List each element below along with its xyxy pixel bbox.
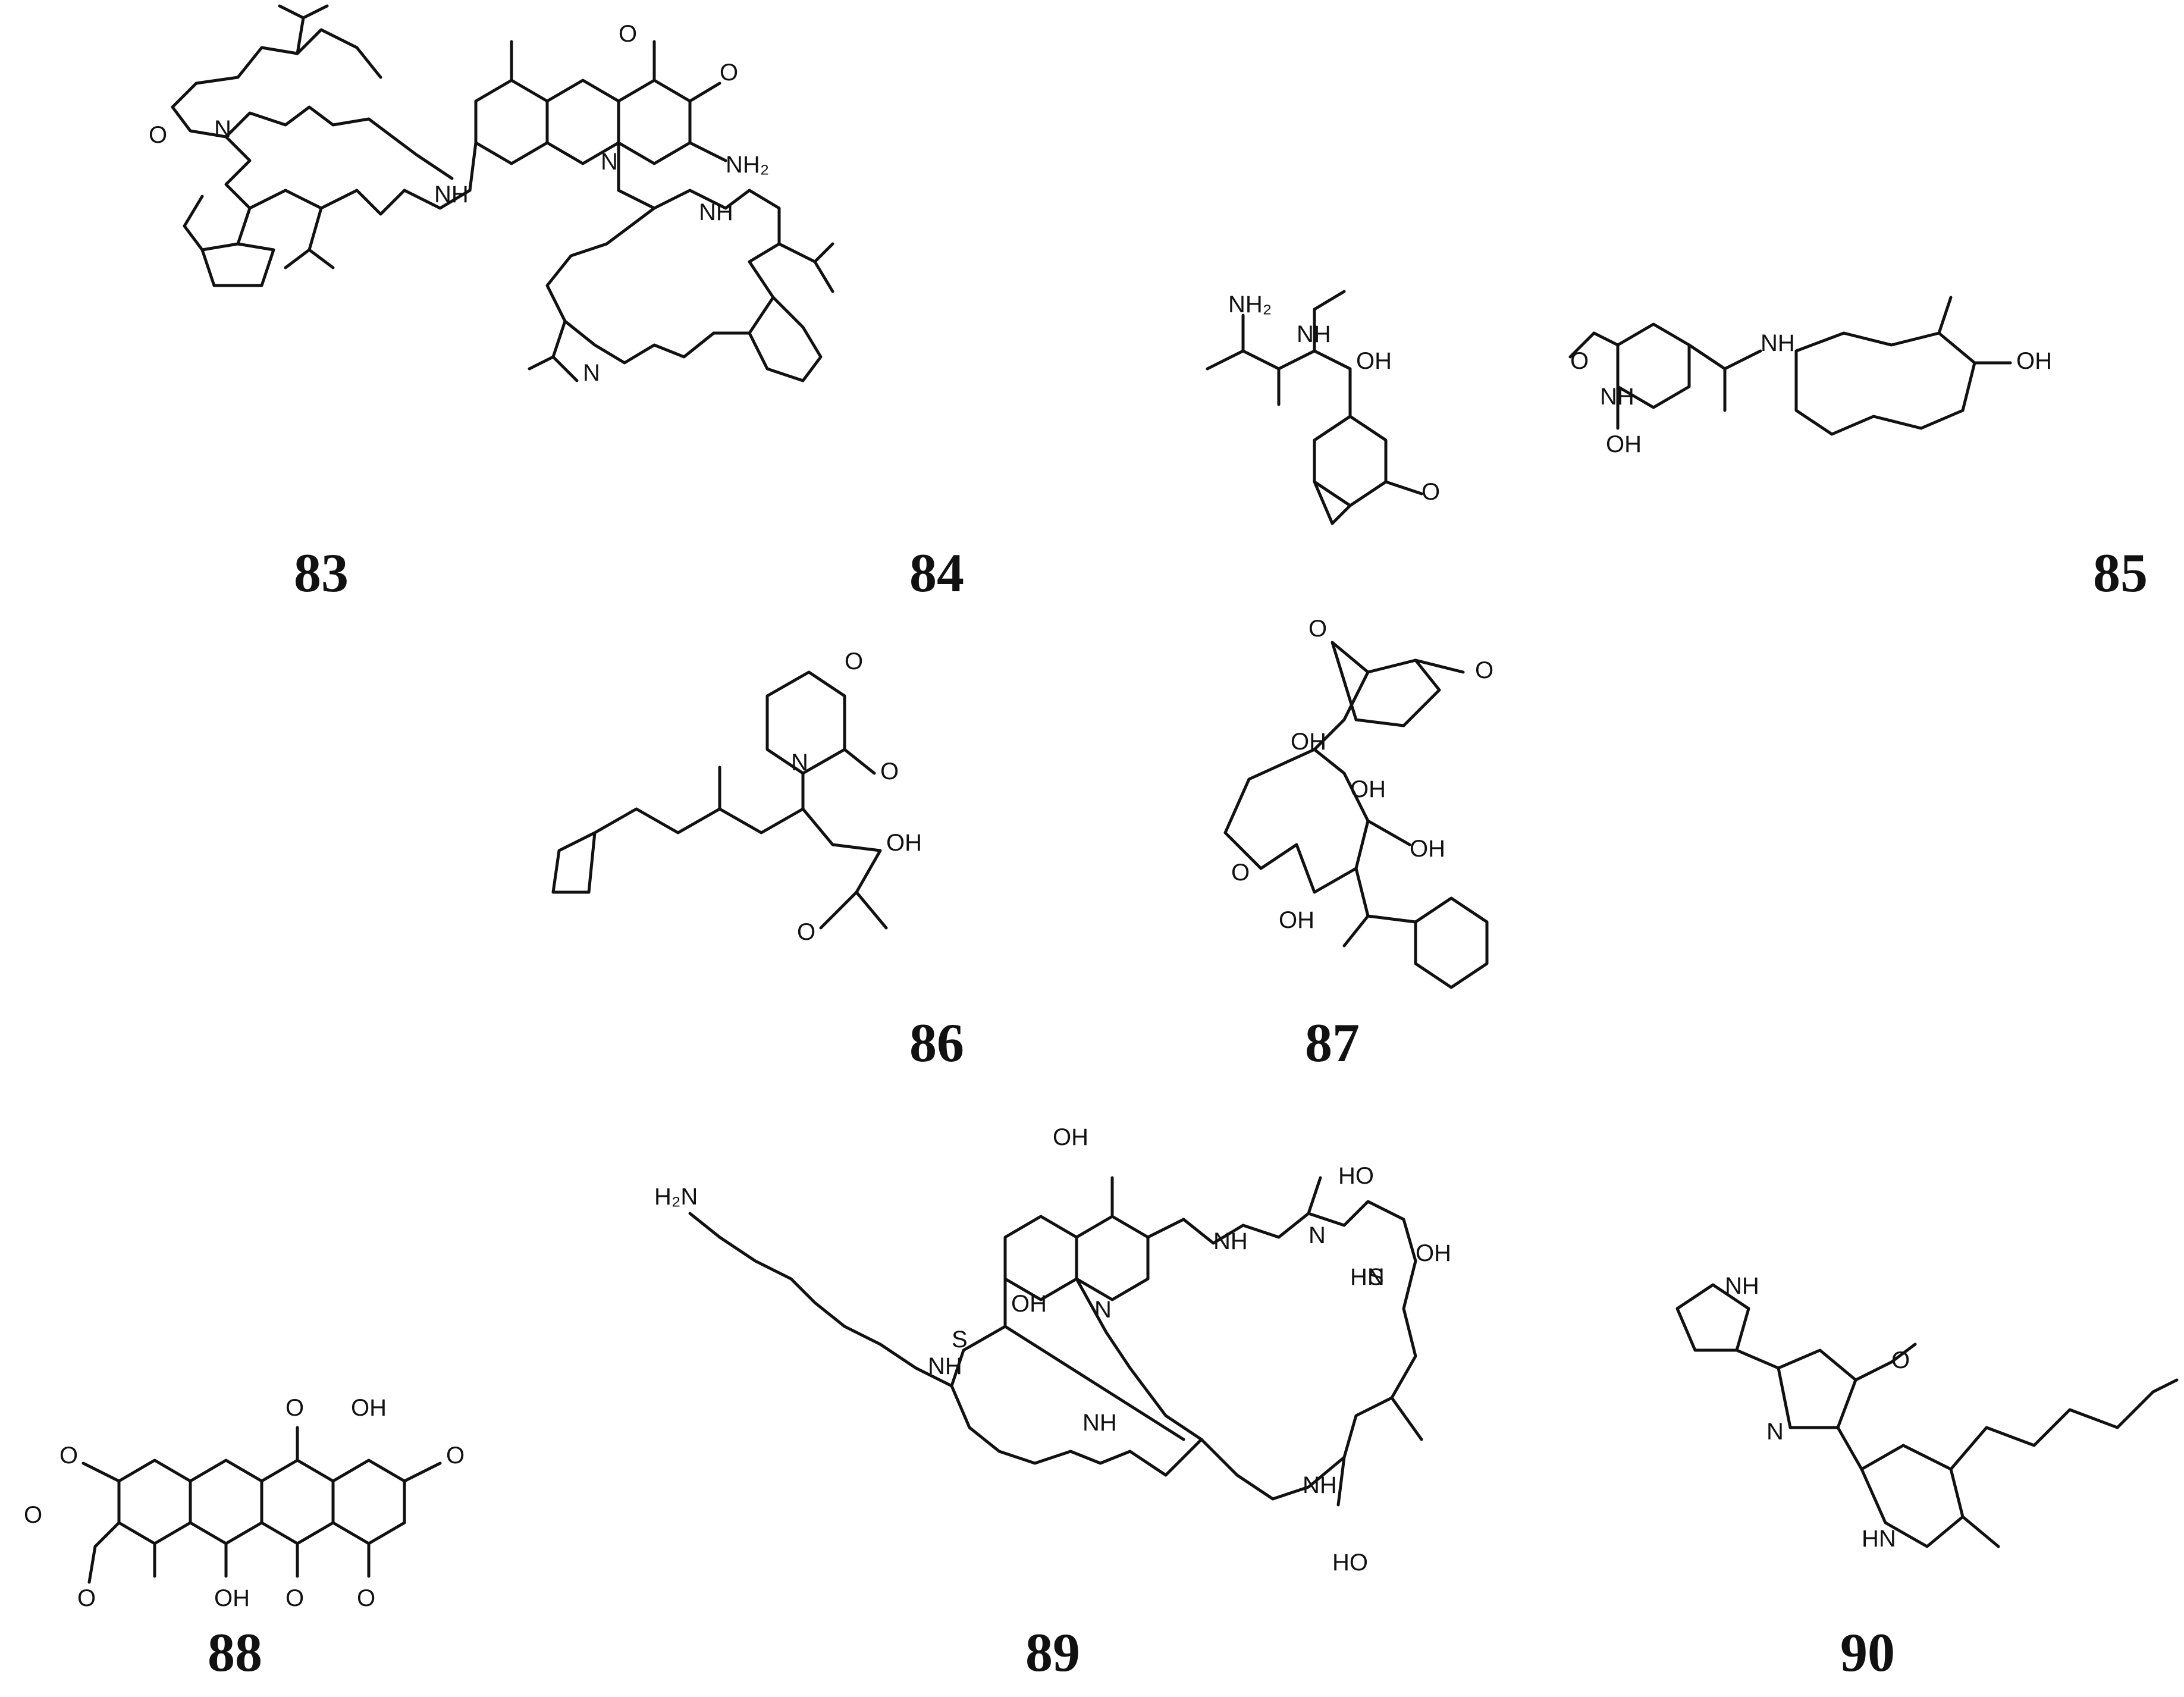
compound-label-83: 83 <box>294 542 349 603</box>
svg-text:NH: NH <box>1725 1273 1759 1299</box>
compound-label-90: 90 <box>1840 1622 1895 1683</box>
svg-text:O: O <box>1422 479 1440 505</box>
svg-text:NH: NH <box>1213 1228 1248 1254</box>
svg-text:N: N <box>1766 1419 1784 1445</box>
svg-text:O: O <box>720 59 738 86</box>
svg-text:O: O <box>285 1585 304 1611</box>
svg-text:OH: OH <box>1350 776 1386 802</box>
structure-88 <box>81 1426 442 1584</box>
svg-text:N: N <box>583 360 600 386</box>
svg-text:N: N <box>214 116 231 142</box>
structure-84 <box>1206 290 1423 525</box>
structure-89 <box>688 1176 1423 1507</box>
svg-text:NH₂: NH₂ <box>1228 291 1272 318</box>
svg-text:O: O <box>1891 1347 1910 1373</box>
svg-text:O: O <box>1475 657 1493 683</box>
svg-text:O: O <box>285 1395 304 1421</box>
svg-text:HO: HO <box>1332 1549 1368 1576</box>
svg-text:N: N <box>791 749 808 776</box>
svg-text:OH: OH <box>1011 1291 1047 1317</box>
svg-text:OH: OH <box>351 1395 387 1421</box>
svg-text:O: O <box>77 1585 96 1611</box>
svg-text:O: O <box>797 919 815 945</box>
svg-text:NH: NH <box>1761 330 1795 356</box>
svg-text:OH: OH <box>1053 1124 1088 1150</box>
svg-text:OH: OH <box>1291 729 1326 755</box>
svg-text:OH: OH <box>886 830 922 856</box>
svg-text:OH: OH <box>1416 1240 1451 1266</box>
svg-text:NH: NH <box>1600 384 1634 410</box>
svg-text:O: O <box>149 122 167 148</box>
svg-text:O: O <box>619 21 637 47</box>
svg-text:OH: OH <box>1356 348 1392 374</box>
svg-text:O: O <box>880 758 899 785</box>
svg-text:S: S <box>1368 1264 1384 1290</box>
svg-text:OH: OH <box>2016 348 2052 374</box>
svg-text:HN: HN <box>1862 1526 1896 1552</box>
structure-83 <box>171 4 834 382</box>
svg-text:N: N <box>1094 1297 1112 1323</box>
svg-text:O: O <box>357 1585 375 1611</box>
svg-text:N: N <box>601 149 618 175</box>
svg-text:O: O <box>24 1502 42 1528</box>
compound-label-87: 87 <box>1305 1012 1360 1073</box>
svg-text:O: O <box>59 1442 78 1469</box>
svg-text:NH: NH <box>1297 321 1331 347</box>
svg-text:O: O <box>1308 616 1327 642</box>
svg-text:NH: NH <box>1082 1410 1117 1436</box>
structure-86 <box>551 670 888 930</box>
svg-text:NH: NH <box>434 181 469 208</box>
svg-text:NH₂: NH₂ <box>726 152 769 178</box>
svg-text:NH: NH <box>699 199 733 225</box>
svg-text:NH: NH <box>928 1353 962 1379</box>
svg-text:N: N <box>1308 1222 1326 1249</box>
compound-label-84: 84 <box>909 542 964 603</box>
svg-text:O: O <box>845 648 863 675</box>
svg-text:NH: NH <box>1303 1472 1337 1498</box>
compound-label-85: 85 <box>2093 542 2148 603</box>
compound-label-89: 89 <box>1025 1622 1080 1683</box>
compound-label-88: 88 <box>208 1622 262 1683</box>
structure-87 <box>1223 641 1489 989</box>
svg-text:OH: OH <box>1410 836 1445 862</box>
svg-text:S: S <box>952 1326 968 1353</box>
svg-text:OH: OH <box>1606 431 1642 457</box>
svg-text:O: O <box>446 1442 465 1469</box>
svg-text:HN: HN <box>1350 1264 1385 1290</box>
structure-85 <box>1568 296 2012 436</box>
svg-text:O: O <box>1231 860 1250 886</box>
svg-text:H₂N: H₂N <box>654 1184 698 1210</box>
svg-text:HO: HO <box>1338 1163 1374 1189</box>
compound-label-86: 86 <box>909 1012 964 1073</box>
svg-text:OH: OH <box>1279 907 1314 933</box>
svg-text:OH: OH <box>214 1585 250 1611</box>
structure-90 <box>1675 1283 2179 1548</box>
svg-text:O: O <box>1570 348 1589 374</box>
